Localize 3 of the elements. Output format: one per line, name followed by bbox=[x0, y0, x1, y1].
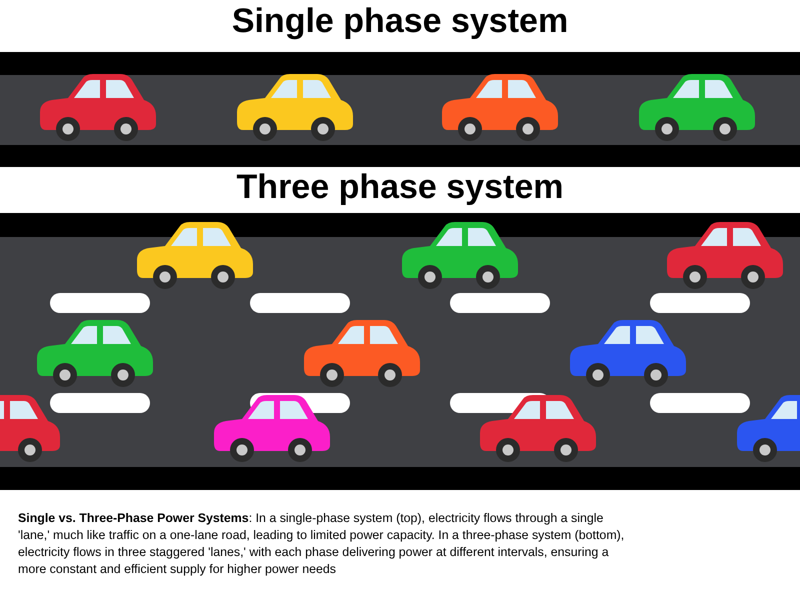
title: Single phase system bbox=[230, 2, 570, 41]
caption: Single vs. Three-Phase Power Systems: In a single-phase system (top), electricity flows through a single 'lane,' much like traffic on a one-lane road, leading to limited power capacity. In a three-phase system (bottom), electricity flows in three staggered 'lanes,' with each phase delivering power at different intervals, ensuring a more constant and efficient supply for higher power needs bbox=[18, 510, 626, 578]
heading: Three phase system bbox=[236, 168, 564, 207]
